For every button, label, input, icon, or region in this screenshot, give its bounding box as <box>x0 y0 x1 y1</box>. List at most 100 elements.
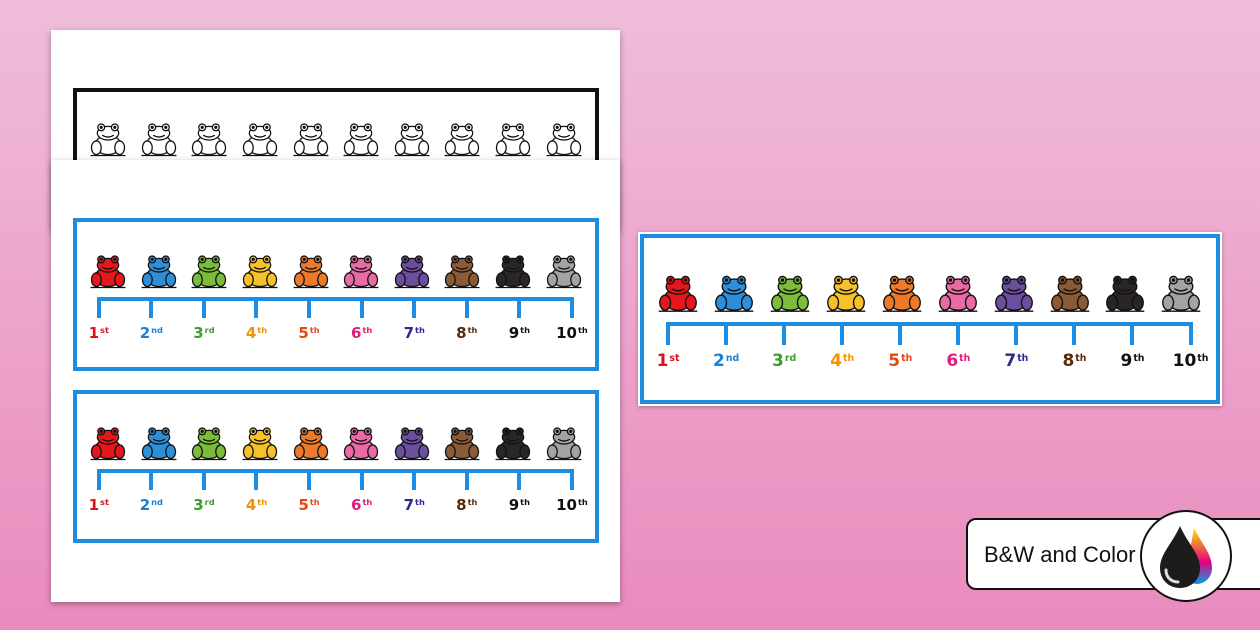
ordinal-label: 3rd <box>193 495 215 514</box>
number-line-tick <box>1188 322 1193 345</box>
ordinal-label: 9th <box>1120 351 1145 372</box>
number-line-tick <box>569 297 574 318</box>
number-line-tick <box>307 297 312 318</box>
frog-icon <box>443 252 482 293</box>
number-line-tick <box>1014 322 1019 345</box>
frog-icon <box>89 252 128 293</box>
frog-icon <box>443 121 482 162</box>
number-line-tick <box>96 469 101 490</box>
ordinal-label: 6th <box>351 323 373 342</box>
ordinal-label: 6th <box>946 351 971 372</box>
number-line-tick <box>254 297 259 318</box>
number-line-tick <box>307 469 312 490</box>
ordinal-label: 9th <box>508 323 530 342</box>
number-line-tick <box>898 322 903 345</box>
ordinal-label: 1st <box>88 323 109 342</box>
frog-icon <box>342 121 381 162</box>
ordinal-label: 2nd <box>139 323 163 342</box>
number-line-tick <box>201 469 206 490</box>
ordinal-label: 2nd <box>139 495 163 514</box>
ordinal-label: 7th <box>1004 351 1029 372</box>
number-line-strip: 1st 2nd 3rd 4th 5th 6th 7th 8th 9th 10th <box>73 390 599 543</box>
number-line-tick <box>464 297 469 318</box>
number-line-tick <box>96 297 101 318</box>
ordinal-label: 5th <box>298 323 320 342</box>
number-line-tick <box>412 297 417 318</box>
number-line-tick <box>359 469 364 490</box>
frog-icon <box>342 252 381 293</box>
frog-icon <box>1104 272 1147 317</box>
number-line-tick <box>517 469 522 490</box>
ordinal-label: 4th <box>245 323 268 342</box>
frog-icon <box>190 424 229 465</box>
ordinal-label: 3rd <box>193 323 215 342</box>
frog-icon <box>342 424 381 465</box>
frog-icon <box>880 272 923 317</box>
number-line-tick <box>782 322 787 345</box>
number-line <box>665 322 1192 327</box>
frog-icon <box>139 252 178 293</box>
ordinal-label: 2nd <box>712 351 740 372</box>
frog-icon <box>657 272 700 317</box>
frog-icon <box>291 424 330 465</box>
frog-icon <box>1048 272 1091 317</box>
number-line-tick <box>1072 322 1077 345</box>
number-line <box>96 469 574 474</box>
frog-icon <box>190 252 229 293</box>
ordinal-label: 10th <box>1172 351 1209 372</box>
frog-icon <box>544 252 583 293</box>
frog-icon <box>494 121 533 162</box>
ordinal-label: 3rd <box>772 351 797 372</box>
frog-icon <box>139 121 178 162</box>
number-line-tick <box>1130 322 1135 345</box>
frog-icon <box>240 424 279 465</box>
number-line-tick <box>840 322 845 345</box>
frog-icon <box>494 424 533 465</box>
number-line <box>96 297 574 302</box>
frog-icon <box>89 121 128 162</box>
ordinal-label: 8th <box>456 495 478 514</box>
number-line-tick <box>724 322 729 345</box>
frog-icon <box>392 121 431 162</box>
frog-icon <box>494 252 533 293</box>
frog-icon <box>713 272 756 317</box>
preview-page: 1st 2nd 3rd 4th 5th 6th 7th 8th 9th 10th <box>638 232 1222 406</box>
ordinal-label: 7th <box>403 495 425 514</box>
number-line-tick <box>569 469 574 490</box>
ordinal-label: 4th <box>830 351 855 372</box>
number-line-tick <box>149 297 154 318</box>
ordinal-label: 8th <box>1062 351 1087 372</box>
ordinal-label: 5th <box>298 495 320 514</box>
frog-icon <box>240 252 279 293</box>
number-line-strip: 1st 2nd 3rd 4th 5th 6th 7th 8th 9th 10th <box>73 218 599 371</box>
ordinal-label: 1st <box>88 495 109 514</box>
ordinal-label: 10th <box>556 323 588 342</box>
ordinal-label: 6th <box>351 495 373 514</box>
frog-icon <box>291 252 330 293</box>
frog-icon <box>992 272 1035 317</box>
frog-icon <box>291 121 330 162</box>
frog-icon <box>139 424 178 465</box>
format-label: B&W and Color <box>984 542 1136 567</box>
frog-icon <box>392 424 431 465</box>
frog-icon <box>1160 272 1203 317</box>
ordinal-label: 10th <box>556 495 588 514</box>
ordinal-label: 7th <box>403 323 425 342</box>
ordinal-label: 9th <box>508 495 530 514</box>
frog-icon <box>190 121 229 162</box>
frog-icon <box>392 252 431 293</box>
number-line-tick <box>666 322 671 345</box>
frog-icon <box>544 121 583 162</box>
number-line-tick <box>201 297 206 318</box>
ordinal-label: 5th <box>888 351 913 372</box>
number-line-tick <box>956 322 961 345</box>
frog-icon <box>240 121 279 162</box>
number-line-tick <box>149 469 154 490</box>
front-page-color: 1st 2nd 3rd 4th 5th 6th 7th 8th 9th 10th <box>51 160 620 602</box>
ordinal-label: 8th <box>456 323 478 342</box>
number-line-tick <box>359 297 364 318</box>
frog-icon <box>936 272 979 317</box>
frog-icon <box>769 272 812 317</box>
ordinal-label: 1st <box>656 351 680 372</box>
ordinal-label: 4th <box>245 495 268 514</box>
